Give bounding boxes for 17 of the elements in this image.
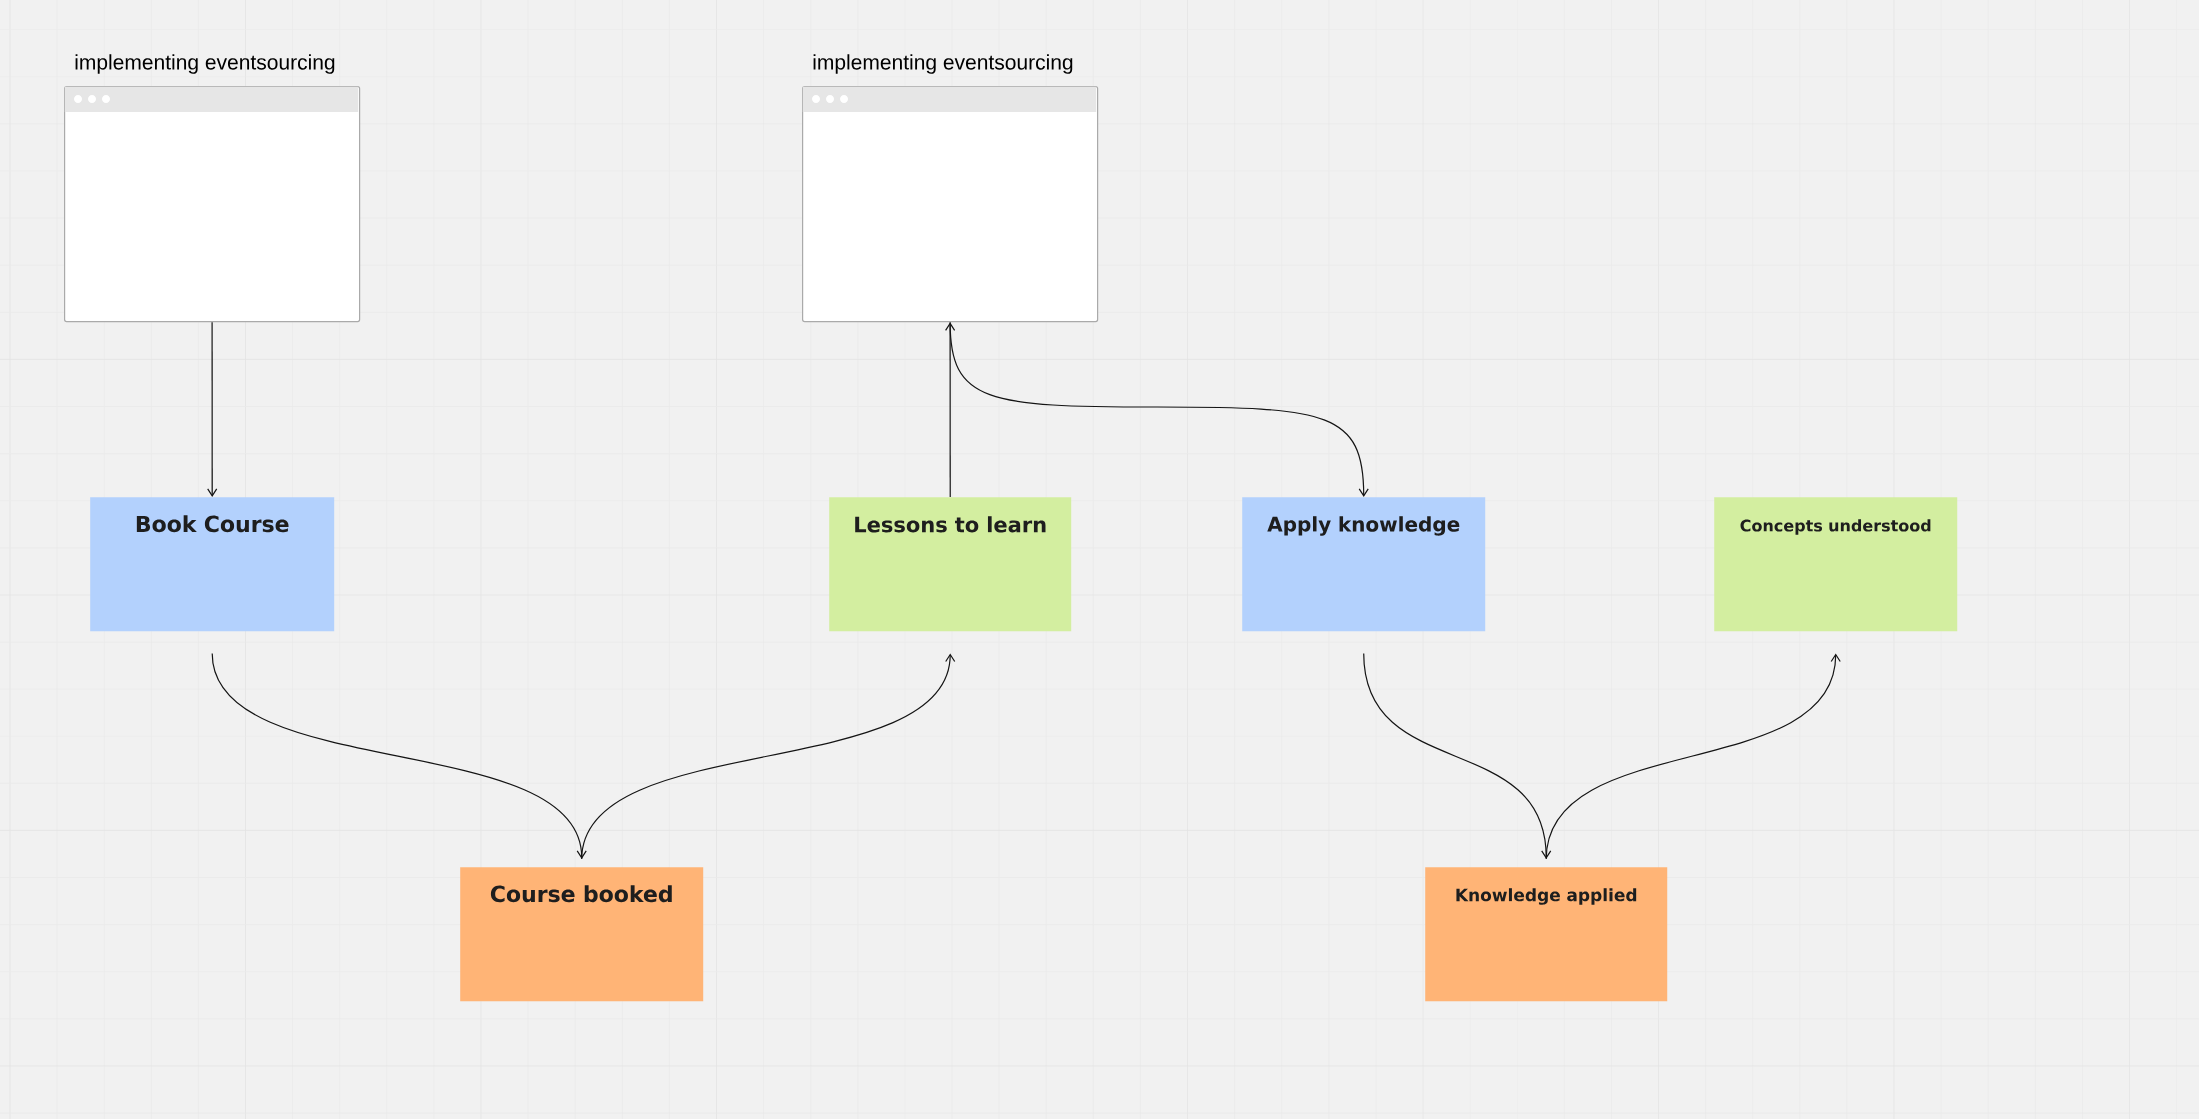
arrow [581,653,956,860]
arrow [211,652,587,859]
node-label: implementing eventsourcing [813,54,1073,74]
arrow [949,321,1369,497]
arrow [1545,653,1841,860]
arrow [207,321,218,497]
node-label: implementing eventsourcing [75,54,335,74]
sticky-note: Course booked [460,867,704,1002]
arrow [1363,652,1552,859]
sticky-note: Knowledge applied [1425,867,1668,1002]
sticky-note: Book Course [90,497,335,632]
sticky-note: Concepts understood [1714,497,1958,632]
sticky-note: Lessons to learn [829,497,1072,632]
browser-window: implementing eventsourcing [802,54,1099,323]
browser-window: implementing eventsourcing [64,54,361,323]
sticky-note: Apply knowledge [1242,497,1486,632]
arrow [945,322,956,498]
